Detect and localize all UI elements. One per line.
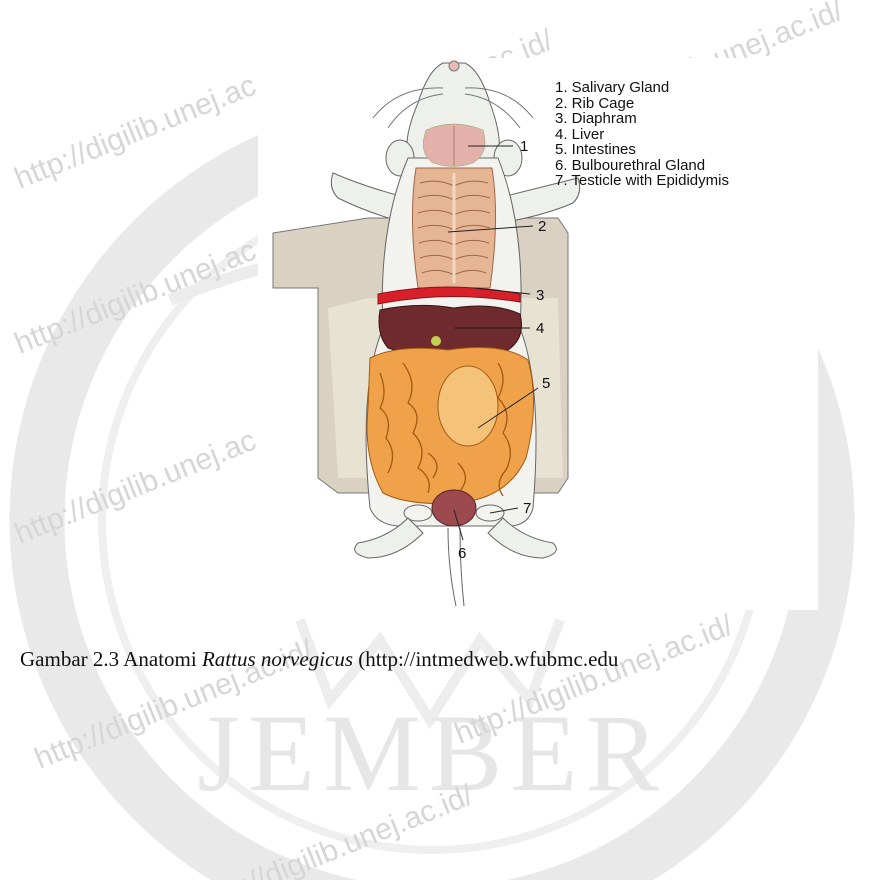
callout-1: 1 bbox=[520, 138, 528, 155]
caption-species: Rattus norvegicus bbox=[202, 647, 353, 671]
legend-item: 7. Testicle with Epididymis bbox=[555, 173, 729, 189]
caption-source: (http://intmedweb.wfubmc.edu bbox=[353, 647, 618, 671]
legend-item: 1. Salivary Gland bbox=[555, 80, 729, 96]
legend-item: 2. Rib Cage bbox=[555, 96, 729, 112]
seal-text: JEMBER bbox=[197, 692, 667, 814]
legend-item: 5. Intestines bbox=[555, 142, 729, 158]
figure-caption: Gambar 2.3 Anatomi Rattus norvegicus (ht… bbox=[20, 647, 618, 672]
legend-item: 6. Bulbourethral Gland bbox=[555, 158, 729, 174]
legend-item: 3. Diaphram bbox=[555, 111, 729, 127]
callout-7: 7 bbox=[523, 500, 531, 517]
rat-anatomy-figure: 1 2 3 4 5 6 7 bbox=[258, 58, 818, 610]
caption-prefix: Gambar 2.3 Anatomi bbox=[20, 647, 202, 671]
callout-3: 3 bbox=[536, 287, 544, 304]
figure-legend: 1. Salivary Gland 2. Rib Cage 3. Diaphra… bbox=[555, 80, 729, 189]
callout-2: 2 bbox=[538, 218, 546, 235]
callout-5: 5 bbox=[542, 375, 550, 392]
callout-4: 4 bbox=[536, 320, 544, 337]
callout-6: 6 bbox=[458, 545, 466, 562]
legend-item: 4. Liver bbox=[555, 127, 729, 143]
rat-anatomy-illustration: 1 2 3 4 5 6 7 bbox=[258, 58, 818, 610]
